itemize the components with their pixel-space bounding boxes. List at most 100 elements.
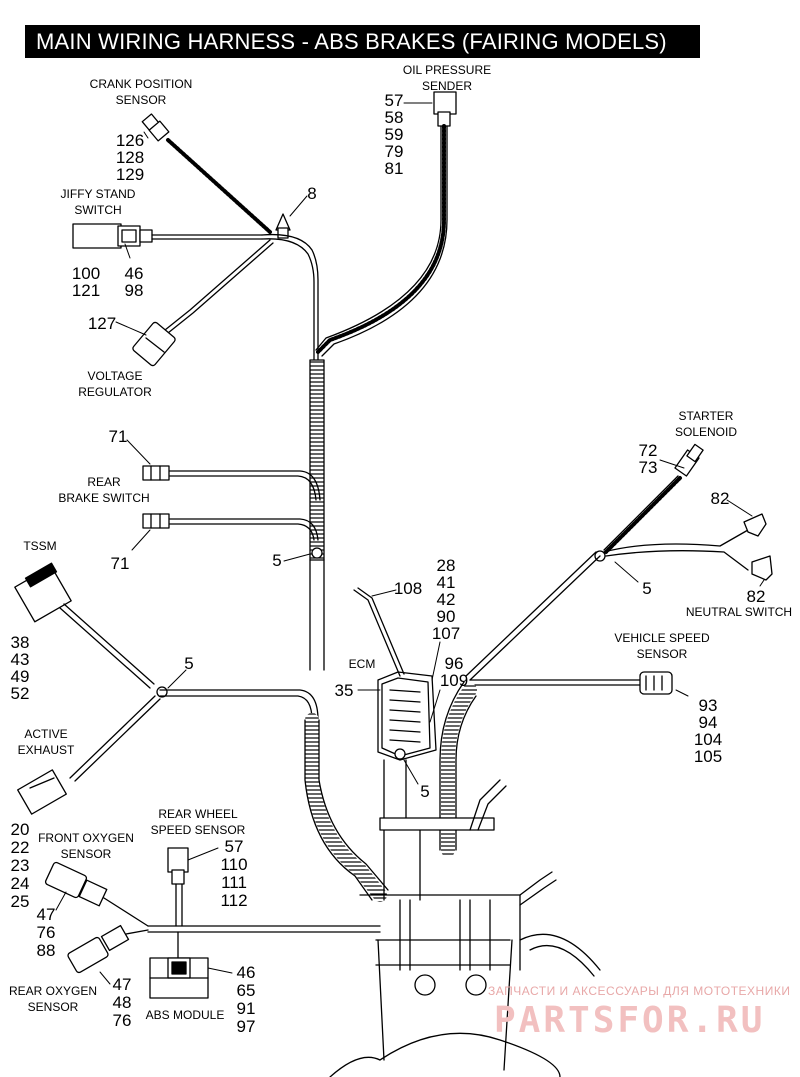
jiffy-ref-left-1: 100 [71, 264, 101, 283]
title-bar [25, 25, 700, 58]
watermark-logo: PARTSFOR.RU [494, 1000, 766, 1041]
oil-ref-5: 81 [384, 159, 404, 178]
vehicle-speed-sensor-label: VEHICLE SPEED SENSOR [612, 630, 712, 662]
tssm-ref-4: 52 [10, 684, 30, 703]
tssm-ref-1: 38 [10, 633, 30, 652]
oil-pressure-sender-label: OIL PRESSURE SENDER [400, 62, 494, 94]
voltage-regulator-connector [132, 321, 176, 367]
rear-brake-ref-bottom: 71 [110, 554, 130, 573]
active-exhaust-label: ACTIVE EXHAUST [14, 726, 78, 758]
ecm-top-ref-2: 41 [436, 573, 456, 592]
tssm-label: TSSM [23, 539, 57, 553]
abs-ref-4: 97 [236, 1017, 256, 1036]
starter-solenoid-label: STARTER SOLENOID [666, 408, 746, 440]
rear-brake-label-text: REAR BRAKE SWITCH [58, 475, 150, 505]
ecm-side-ref-1: 96 [444, 654, 464, 673]
rear-oxygen-sensor-label: REAR OXYGEN SENSOR [8, 983, 98, 1015]
crank-sensor-connector [141, 113, 170, 142]
abs-ref-2: 65 [236, 981, 256, 1000]
watermark-tagline: ЗАПЧАСТИ И АКСЕССУАРЫ ДЛЯ МОТОТЕХНИКИ [488, 984, 791, 998]
neutral-ref-bottom: 82 [746, 587, 766, 606]
rear-wheel-speed-ref-3: 111 [221, 873, 247, 892]
active-exhaust-ref-1: 20 [10, 820, 30, 839]
abs-module-box [149, 957, 209, 999]
tssm-ref-3: 49 [10, 667, 30, 686]
vehicle-speed-ref-2: 94 [698, 713, 718, 732]
neutral-switch-label: NEUTRAL SWITCH [685, 605, 793, 619]
jiffy-stand-connector [72, 223, 153, 249]
vehicle-speed-connector [639, 671, 673, 695]
rear-brake-switch-connector-1 [142, 465, 170, 481]
rear-oxygen-ref-1: 47 [112, 975, 132, 994]
ecm-top-ref-4: 90 [436, 607, 456, 626]
ecm-module [377, 671, 437, 761]
rear-wheel-speed-ref-1: 57 [224, 837, 244, 856]
active-exhaust-ref-2: 22 [10, 838, 30, 857]
front-oxygen-label-text: FRONT OXYGEN SENSOR [38, 831, 134, 861]
front-oxygen-ref-1: 47 [36, 905, 56, 924]
tssm-module [14, 562, 72, 623]
front-oxygen-sensor-label: FRONT OXYGEN SENSOR [34, 830, 138, 862]
rear-oxygen-ref-3: 76 [112, 1011, 132, 1030]
strap-108-ref: 108 [393, 579, 423, 598]
clip-5-mid [311, 547, 323, 559]
vehicle-speed-ref-1: 93 [698, 696, 718, 715]
jiffy-label-text: JIFFY STAND SWITCH [60, 187, 136, 217]
starter-ref-2: 73 [638, 458, 658, 477]
active-exhaust-ref-5: 25 [10, 892, 30, 911]
tssm-ref-2: 43 [10, 650, 30, 669]
lower-conduit [305, 713, 387, 902]
oil-pressure-connector [433, 91, 457, 127]
leader-lines [55, 102, 765, 985]
strap-108 [353, 589, 401, 677]
rear-oxygen-ref-2: 48 [112, 993, 132, 1012]
oil-ref-1: 57 [384, 91, 404, 110]
voltage-regulator-label-text: VOLTAGE REGULATOR [78, 369, 152, 399]
rear-wheel-speed-sensor-label: REAR WHEEL SPEED SENSOR [148, 806, 248, 838]
active-exhaust-ref-3: 23 [10, 856, 30, 875]
voltage-regulator-label: VOLTAGE REGULATOR [70, 368, 160, 400]
abs-module-label: ABS MODULE [145, 1008, 225, 1022]
jiffy-ref-right-2: 98 [124, 281, 144, 300]
vehicle-speed-ref-4: 105 [693, 747, 723, 766]
ecm-ref: 35 [334, 681, 354, 700]
clip-8 [275, 213, 291, 239]
vehicle-speed-ref-3: 104 [693, 730, 723, 749]
oil-pressure-label-text: OIL PRESSURE SENDER [402, 63, 492, 93]
oil-ref-4: 79 [384, 142, 404, 161]
rear-oxygen-label-text: REAR OXYGEN SENSOR [8, 984, 98, 1014]
rear-wheel-speed-ref-2: 110 [220, 855, 248, 874]
oil-ref-2: 58 [384, 108, 404, 127]
rear-brake-switch-label: REAR BRAKE SWITCH [56, 474, 152, 506]
clip-8-ref: 8 [307, 184, 317, 203]
crank-ref-1: 126 [115, 131, 145, 150]
crank-position-sensor-label: CRANK POSITION SENSOR [86, 76, 196, 108]
voltage-regulator-ref: 127 [87, 314, 117, 333]
neutral-switch-terminal-bottom [751, 555, 773, 581]
abs-ref-3: 91 [236, 999, 256, 1018]
ecm-side-ref-2: 109 [439, 671, 469, 690]
ecm-label: ECM [348, 657, 376, 671]
rear-wheel-speed-ref-4: 112 [220, 891, 248, 910]
jiffy-ref-right-1: 46 [124, 264, 144, 283]
active-exhaust-connector [17, 769, 67, 815]
ecm-top-ref-1: 28 [436, 556, 456, 575]
rear-wheel-speed-connector [167, 847, 189, 885]
crank-ref-3: 129 [115, 165, 145, 184]
rear-oxygen-connector [67, 924, 130, 974]
clip-5-right-ref: 5 [642, 579, 652, 598]
diagram-title: MAIN WIRING HARNESS - ABS BRAKES (FAIRIN… [36, 29, 667, 54]
jiffy-stand-switch-label: JIFFY STAND SWITCH [58, 186, 138, 218]
crank-ref-2: 128 [115, 148, 145, 167]
clip-5-mid-ref: 5 [272, 551, 282, 570]
oil-ref-3: 59 [384, 125, 404, 144]
front-oxygen-ref-2: 76 [36, 923, 56, 942]
vehicle-speed-label-text: VEHICLE SPEED SENSOR [614, 631, 710, 661]
starter-ref-1: 72 [638, 441, 658, 460]
clip-5-ecm [394, 748, 406, 760]
ecm-top-ref-3: 42 [436, 590, 456, 609]
clip-5-left-ref: 5 [184, 654, 194, 673]
starter-solenoid-connector [674, 443, 704, 477]
